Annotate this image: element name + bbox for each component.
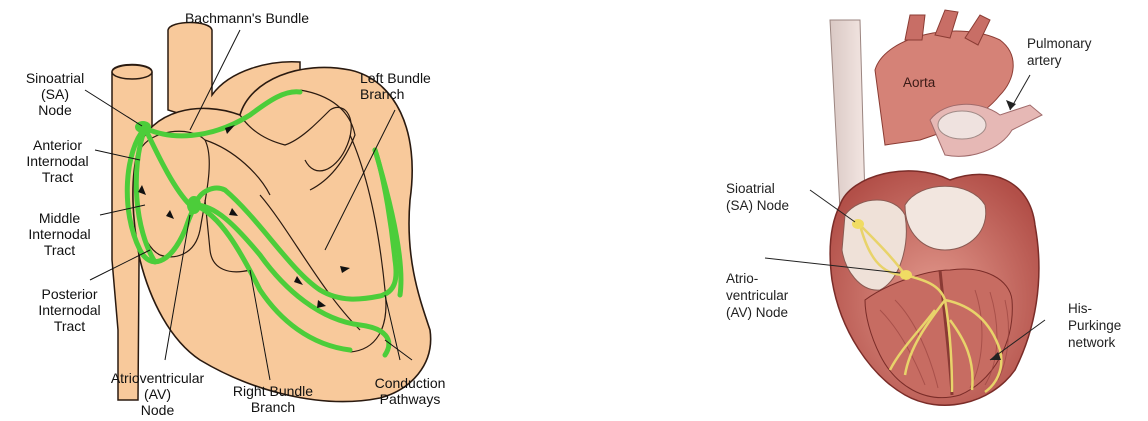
label-posterior-internodal-tract: Posterior Internodal Tract [22, 286, 117, 334]
schematic-heart-diagram: Bachmann's Bundle Sinoatrial (SA) Node A… [0, 0, 500, 421]
label-middle-internodal-tract: Middle Internodal Tract [12, 210, 107, 258]
label-his-purkinje-network: His- Purkinge network [1068, 300, 1121, 351]
sa-node-dot [852, 219, 864, 229]
label-av-node: Atrioventricular (AV) Node [95, 370, 220, 418]
av-node-dot [900, 270, 912, 280]
label-anterior-internodal-tract: Anterior Internodal Tract [10, 137, 105, 185]
av-node-mark [187, 196, 201, 214]
label-pulmonary-artery: Pulmonary artery [1027, 35, 1092, 69]
label-left-bundle-branch: Left Bundle Branch [360, 70, 450, 102]
label-bachmanns-bundle: Bachmann's Bundle [172, 10, 322, 26]
label-right-bundle-branch: Right Bundle Branch [218, 383, 328, 415]
label-sa-node: Sioatrial (SA) Node [726, 180, 789, 214]
label-sa-node: Sinoatrial (SA) Node [10, 70, 100, 118]
label-conduction-pathways: Conduction Pathways [360, 375, 460, 407]
anatomical-heart-illustration: Aorta Pulmonary artery Sioatrial (SA) No… [700, 0, 1148, 421]
label-aorta: Aorta [903, 74, 935, 91]
superior-vena-cava [830, 20, 865, 210]
label-av-node: Atrio- ventricular (AV) Node [726, 270, 788, 321]
